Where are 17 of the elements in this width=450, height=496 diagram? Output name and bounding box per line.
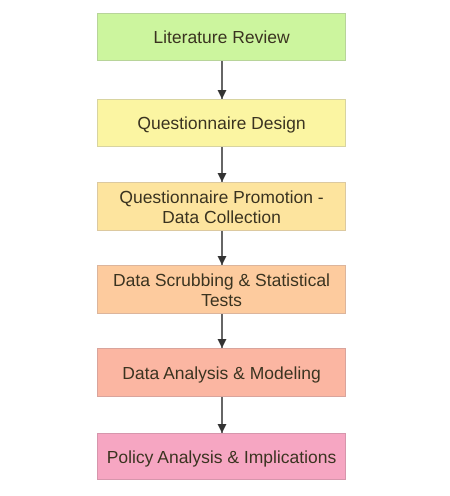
step-label: Literature Review xyxy=(153,27,290,47)
process-box xyxy=(97,348,346,397)
step-label: Policy Analysis & Implications xyxy=(106,446,336,466)
process-box xyxy=(97,182,346,231)
step-label: Questionnaire Design xyxy=(137,113,306,133)
process-box xyxy=(97,13,346,61)
process-box xyxy=(97,99,346,147)
arrow xyxy=(218,147,226,182)
step-label: Questionnaire Promotion - Data Collection xyxy=(118,186,325,226)
process-box xyxy=(97,265,346,314)
step-label: Data Scrubbing & Statistical Tests xyxy=(112,270,331,310)
step-label: Data Analysis & Modeling xyxy=(122,362,321,382)
arrow xyxy=(218,231,226,265)
arrow xyxy=(218,61,226,99)
arrow xyxy=(218,314,226,348)
process-box xyxy=(97,433,346,480)
arrow xyxy=(218,397,226,433)
